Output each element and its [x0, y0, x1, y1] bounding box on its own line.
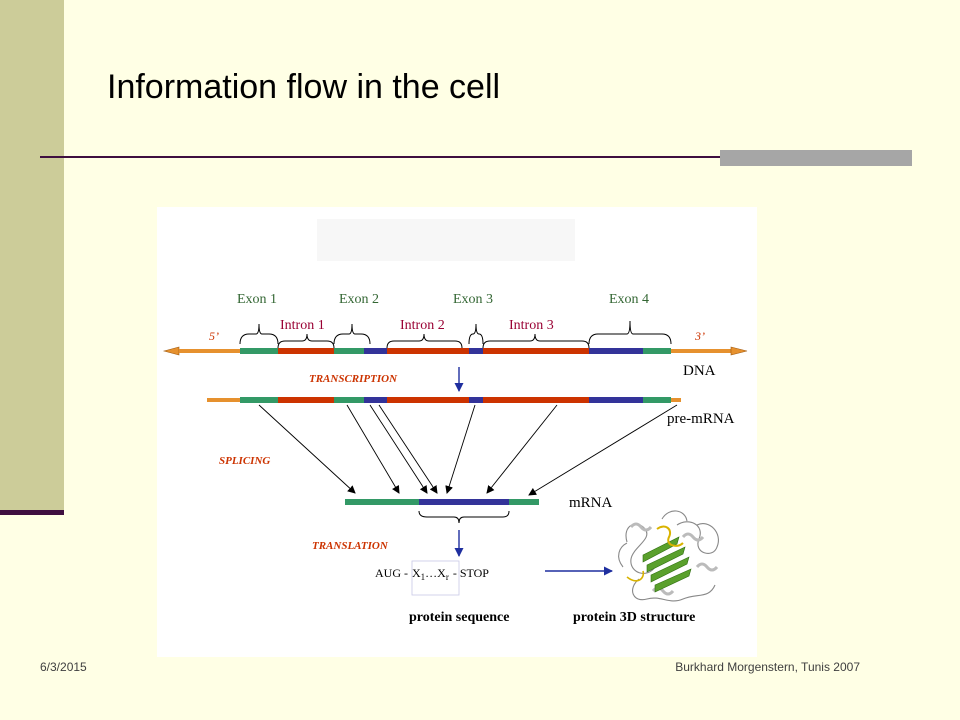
five-prime-label: 5’ — [209, 329, 219, 343]
mrna-label: mRNA — [569, 495, 613, 511]
xr-base: X — [437, 566, 446, 580]
stop-text: - STOP — [453, 566, 489, 580]
coding-region-brace — [418, 510, 510, 524]
x1-base: X — [412, 566, 421, 580]
intron-braces — [277, 333, 590, 349]
protein-structure-label: protein 3D structure — [573, 610, 695, 625]
intron2-label: Intron 2 — [400, 318, 445, 333]
sidebar-band — [0, 0, 64, 512]
xr-sub: r — [446, 572, 449, 582]
footer-author: Burkhard Morgenstern, Tunis 2007 — [675, 660, 860, 674]
sequence-highlight-box — [411, 560, 460, 596]
sidebar-accent — [0, 510, 64, 515]
intron3-brace — [482, 333, 590, 349]
aug-text: AUG - — [375, 566, 408, 580]
exon2-brace — [333, 323, 371, 345]
faded-header-block — [317, 219, 575, 261]
transcription-label: TRANSCRIPTION — [309, 373, 398, 385]
footer-date: 6/3/2015 — [40, 660, 87, 674]
title-rule — [40, 156, 912, 158]
dna-arrow-right — [730, 346, 748, 356]
intron2-brace — [386, 333, 463, 349]
exon4-brace — [588, 320, 672, 345]
exon2-label: Exon 2 — [339, 292, 379, 307]
protein-sequence-formula: AUG -X1…Xr- STOP — [375, 566, 489, 582]
exon-braces — [239, 320, 672, 345]
exon3-label: Exon 3 — [453, 292, 493, 307]
x1-sub: 1 — [421, 572, 426, 582]
pre-mrna-label: pre-mRNA — [667, 411, 735, 427]
splicing-label: SPLICING — [219, 455, 270, 467]
protein-sequence-label: protein sequence — [409, 610, 509, 625]
diagram-panel: Exon 1 Exon 2 Exon 3 Exon 4 Intron 1 Int… — [157, 207, 757, 657]
gene-expression-diagram: Exon 1 Exon 2 Exon 3 Exon 4 Intron 1 Int… — [162, 219, 748, 625]
title-rule-block — [720, 150, 912, 166]
mrna-strand — [345, 499, 539, 505]
splicing-arrows — [258, 404, 678, 496]
exon3-brace — [468, 323, 484, 345]
translation-label: TRANSLATION — [312, 540, 389, 552]
exon1-brace — [239, 323, 279, 345]
dna-strand — [162, 346, 748, 356]
intron1-label: Intron 1 — [280, 318, 325, 333]
intron3-label: Intron 3 — [509, 318, 554, 333]
protein-structure-image — [618, 510, 719, 602]
pre-mrna-strand — [207, 397, 681, 403]
exon4-label: Exon 4 — [609, 292, 649, 307]
intron1-brace — [277, 333, 335, 349]
three-prime-label: 3’ — [694, 329, 705, 343]
dna-arrow-left — [162, 346, 180, 356]
dots-text: … — [425, 566, 437, 580]
slide-title: Information flow in the cell — [107, 68, 501, 106]
exon1-label: Exon 1 — [237, 292, 277, 307]
dna-label: DNA — [683, 363, 716, 379]
